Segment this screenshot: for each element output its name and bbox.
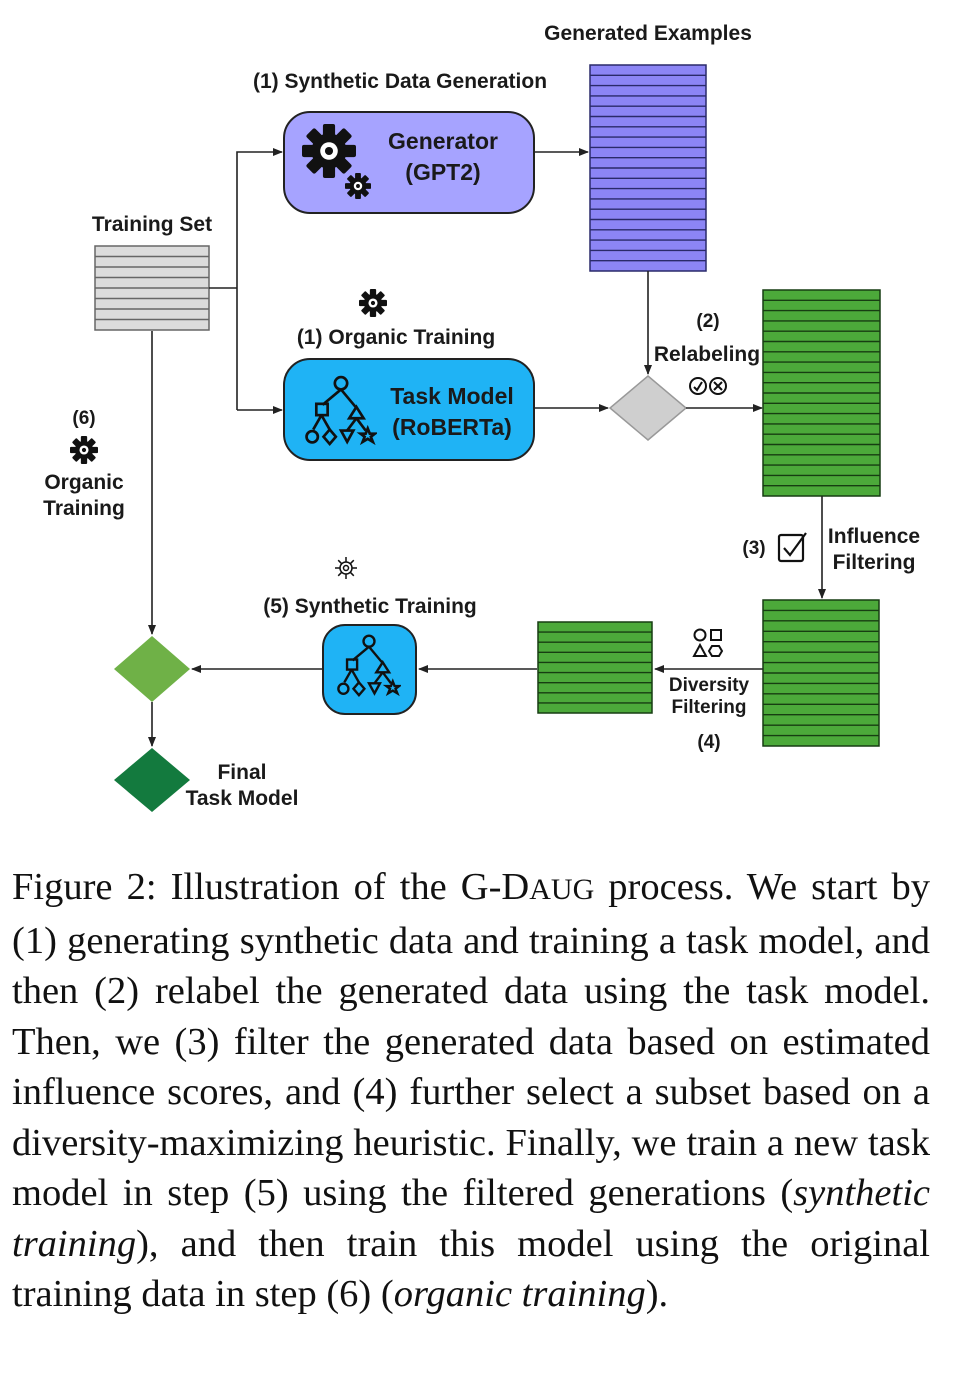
influence-step-number: (3) [742,538,765,559]
caption-part-2: process. We start by (1) generating synt… [12,866,930,1214]
gdaug-diagram: Generated Examples (1) Synthetic Data Ge… [43,22,920,812]
organic-training-label: (1) Organic Training [297,326,495,349]
relabel-label: Relabeling [654,343,760,366]
task-model-box [283,358,535,461]
task-model-name-label: (RoBERTa) [392,414,512,440]
final-model-diamond [114,748,190,812]
synthetic-training-label: (5) Synthetic Training [263,595,477,618]
diversity-label: Diversity [669,675,750,696]
diversity-filtered-stack [537,621,653,714]
figure-caption: Figure 2: Illustration of the G-DAUG pro… [12,862,930,1320]
filtering-label: Filtering [833,551,916,574]
training-set-label: Training Set [92,213,212,236]
caption-em-synthetic: synthetic training [12,1172,930,1265]
caption-part-4: ). [645,1273,669,1315]
generator-model-label: (GPT2) [405,159,480,185]
shapes-icon [692,628,724,657]
merge-diamond [114,636,190,702]
generated-examples-stack [589,64,707,272]
relabel-step-number: (2) [696,311,719,332]
step6-number: (6) [72,408,95,429]
connector-arrows [148,148,826,747]
caption-part-3: ), and then train this model using the o… [12,1222,930,1316]
training-set-stack [94,245,210,331]
final-task-model-label: Task Model [186,787,299,810]
step6-training-label: Training [43,497,125,520]
caption-em-organic: organic training [393,1273,646,1315]
relabeled-stack [762,289,881,497]
generated-examples-label: Generated Examples [544,22,752,45]
influence-filtered-stack [762,599,880,747]
check-x-icon [689,377,727,395]
gear-icon [359,289,387,317]
influence-label: Influence [828,525,920,548]
final-label: Final [217,761,266,784]
generator-label: Generator [388,128,498,154]
small-gear-icon [345,173,371,199]
task-model-label: Task Model [390,383,514,409]
caption-part-1: Figure 2: Illustration of the G-D [12,866,530,908]
checkbox-icon [777,532,807,563]
gear-icon [302,124,356,178]
relabel-diamond [608,375,688,441]
diversity-step-number: (4) [697,732,720,753]
stack-frame [537,621,653,714]
synthetic-data-generation-label: (1) Synthetic Data Generation [253,70,547,93]
gear-icon [70,436,98,464]
synthetic-task-model-box [322,624,417,715]
diversity-filtering-label: Filtering [672,697,747,718]
caption-smallcaps: AUG [529,873,595,906]
step6-organic-label: Organic [44,471,124,494]
outline-gear-icon [335,557,357,579]
